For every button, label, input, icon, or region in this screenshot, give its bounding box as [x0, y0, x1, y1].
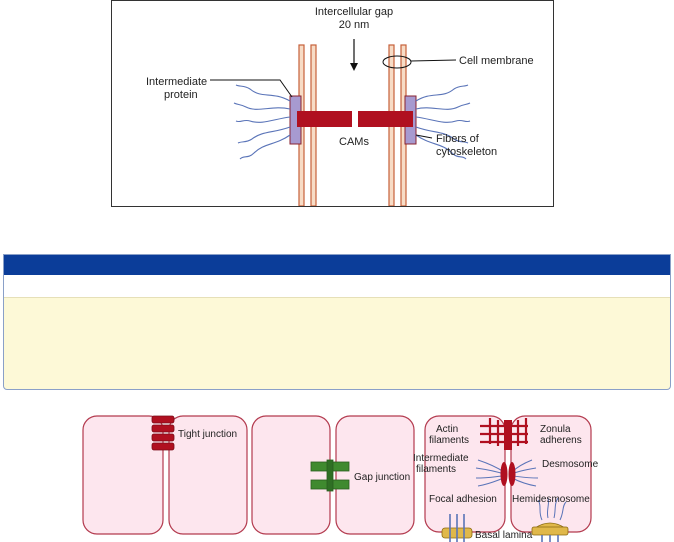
intermediate-protein-label-line2: protein	[164, 89, 198, 101]
focal-adhesion	[441, 514, 473, 542]
gap-label-line2: 20 nm	[339, 19, 370, 31]
intermediate-filaments-label-line2: filaments	[416, 464, 456, 475]
zonula-label-line2: adherens	[540, 435, 582, 446]
hemidesmosome-label: Hemidesmosome	[512, 494, 590, 505]
actin-label-line1: Actin	[436, 424, 458, 435]
cams-label: CAMs	[339, 136, 369, 148]
intermediate-filaments-label-line1: Intermediate	[413, 453, 469, 464]
basal-lamina-label: Basal lamina	[475, 530, 533, 541]
desmosome-label: Desmosome	[542, 459, 599, 470]
intermediate-callout-line	[210, 79, 293, 98]
cell-3	[251, 415, 331, 535]
hemidesmosome	[531, 497, 569, 542]
membrane-callout-line	[410, 59, 457, 62]
tight-junction	[151, 415, 175, 451]
zonula-plaque	[504, 420, 512, 450]
cell-membrane-label: Cell membrane	[459, 55, 534, 67]
right-cytoskeleton-fibers	[415, 84, 471, 160]
cell-2	[168, 415, 248, 535]
gap-label-line1: Intercellular gap	[315, 6, 393, 18]
membrane-callout-ellipse	[382, 55, 412, 69]
gap-junction	[310, 459, 350, 492]
actin-label-line2: filaments	[429, 435, 469, 446]
zonula-label-line1: Zonula	[540, 424, 571, 435]
focal-adhesion-label: Focal adhesion	[429, 494, 497, 505]
fibers-label-line2: cytoskeleton	[436, 146, 497, 158]
fibers-callout-line	[415, 134, 433, 139]
tight-junction-label: Tight junction	[178, 429, 237, 440]
cell-1	[82, 415, 164, 535]
gap-arrowhead	[350, 63, 358, 71]
info-box	[3, 254, 671, 390]
cell-4	[335, 415, 415, 535]
junctions-diagram-frame: Tight junction Gap junction Actin filame…	[80, 410, 670, 542]
cam-diagram: Intercellular gap 20 nm Cell membrane In…	[146, 6, 534, 206]
cam-diagram-frame: Intercellular gap 20 nm Cell membrane In…	[111, 0, 554, 207]
info-box-header	[4, 255, 670, 275]
junctions-diagram: Tight junction Gap junction Actin filame…	[82, 415, 599, 542]
left-cam	[297, 111, 352, 127]
intermediate-protein-label-line1: Intermediate	[146, 76, 207, 88]
right-cam	[358, 111, 413, 127]
gap-junction-label: Gap junction	[354, 472, 410, 483]
info-box-subheader	[4, 275, 670, 298]
desmosome	[475, 459, 539, 487]
fibers-label-line1: Fibers of	[436, 133, 480, 145]
left-cytoskeleton-fibers	[233, 84, 291, 160]
